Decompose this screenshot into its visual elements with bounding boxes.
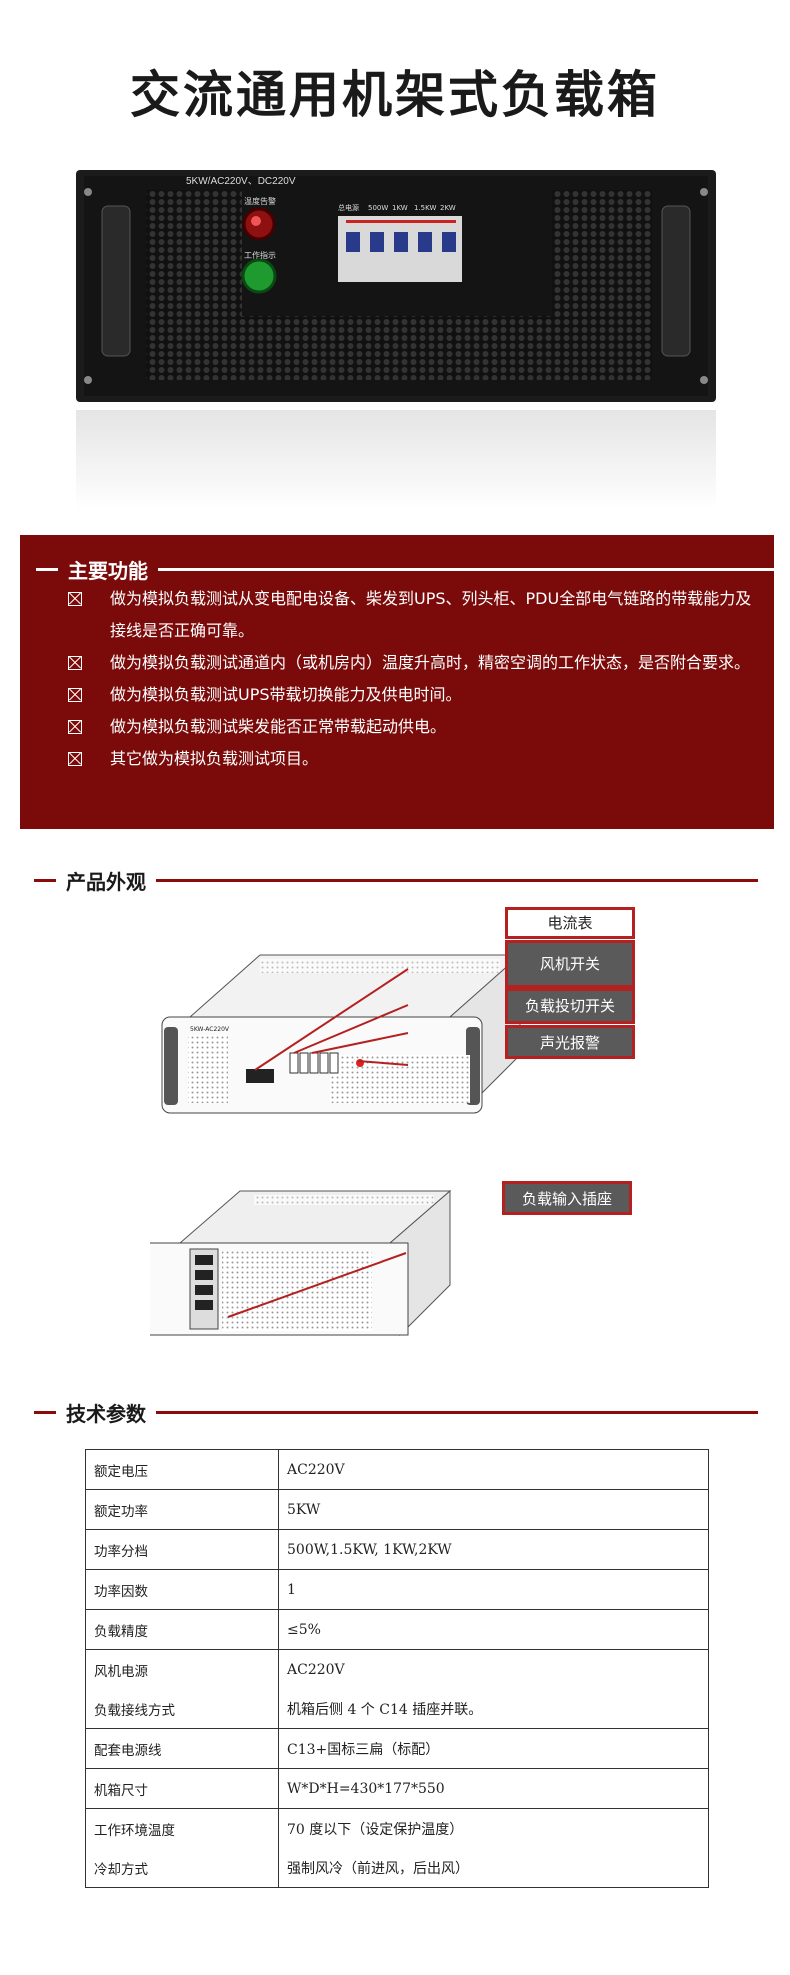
checkbox-icon — [68, 720, 82, 734]
features-section: 主要功能 做为模拟负载测试从变电配电设备、柴发到UPS、列头柜、PDU全部电气链… — [20, 535, 774, 829]
breaker-label: 1KW — [392, 204, 408, 212]
table-row: 冷却方式强制风冷（前进风，后出风） — [85, 1848, 709, 1888]
appearance-heading: 产品外观 — [34, 866, 758, 895]
specs-heading: 技术参数 — [34, 1398, 758, 1427]
breaker-label: 2KW — [440, 204, 456, 212]
table-row: 负载接线方式机箱后侧 4 个 C14 插座并联。 — [85, 1689, 709, 1729]
callout-alarm: 声光报警 — [505, 1025, 635, 1059]
features-heading-text: 主要功能 — [68, 559, 148, 583]
breaker-label: 总电源 — [338, 203, 359, 212]
features-heading: 主要功能 — [36, 555, 774, 584]
feature-item: 做为模拟负载测试通道内（或机房内）温度升高时，精密空调的工作状态，是否附合要求。 — [64, 647, 754, 679]
panel-model-text: 5KW/AC220V、DC220V — [186, 176, 296, 187]
specs-heading-text: 技术参数 — [66, 1402, 146, 1426]
breaker-label: 500W — [368, 204, 388, 212]
feature-item: 做为模拟负载测试柴发能否正常带载起动供电。 — [64, 711, 754, 743]
feature-item: 做为模拟负载测试UPS带载切换能力及供电时间。 — [64, 679, 754, 711]
temp-alarm-label: 温度告警 — [244, 196, 276, 206]
table-row: 负载精度≤5% — [85, 1609, 709, 1650]
features-list: 做为模拟负载测试从变电配电设备、柴发到UPS、列头柜、PDU全部电气链路的带载能… — [64, 583, 754, 775]
callout-ammeter: 电流表 — [505, 907, 635, 939]
appearance-heading-text: 产品外观 — [66, 870, 146, 894]
front-model-text: 5KW-AC220V — [190, 1026, 230, 1033]
checkbox-icon — [68, 656, 82, 670]
product-diagram: 5KW-AC220V — [150, 953, 522, 1337]
callout-fan-switch: 风机开关 — [505, 940, 635, 988]
checkbox-icon — [68, 752, 82, 766]
checkbox-icon — [68, 688, 82, 702]
feature-item: 其它做为模拟负载测试项目。 — [64, 743, 754, 775]
breaker-label: 1.5KW — [414, 204, 436, 212]
work-indicator-label: 工作指示 — [244, 250, 276, 260]
checkbox-icon — [68, 592, 82, 606]
product-front-photo: 5KW/AC220V、DC220V 温度告警 工作指示 总电源 500W 1KW… — [76, 170, 716, 402]
feature-item: 做为模拟负载测试从变电配电设备、柴发到UPS、列头柜、PDU全部电气链路的带载能… — [64, 583, 754, 647]
page-title: 交流通用机架式负载箱 — [130, 66, 660, 124]
callout-load-input-socket: 负载输入插座 — [502, 1181, 632, 1215]
photo-reflection — [76, 410, 716, 510]
callout-load-switch: 负载投切开关 — [505, 988, 635, 1024]
